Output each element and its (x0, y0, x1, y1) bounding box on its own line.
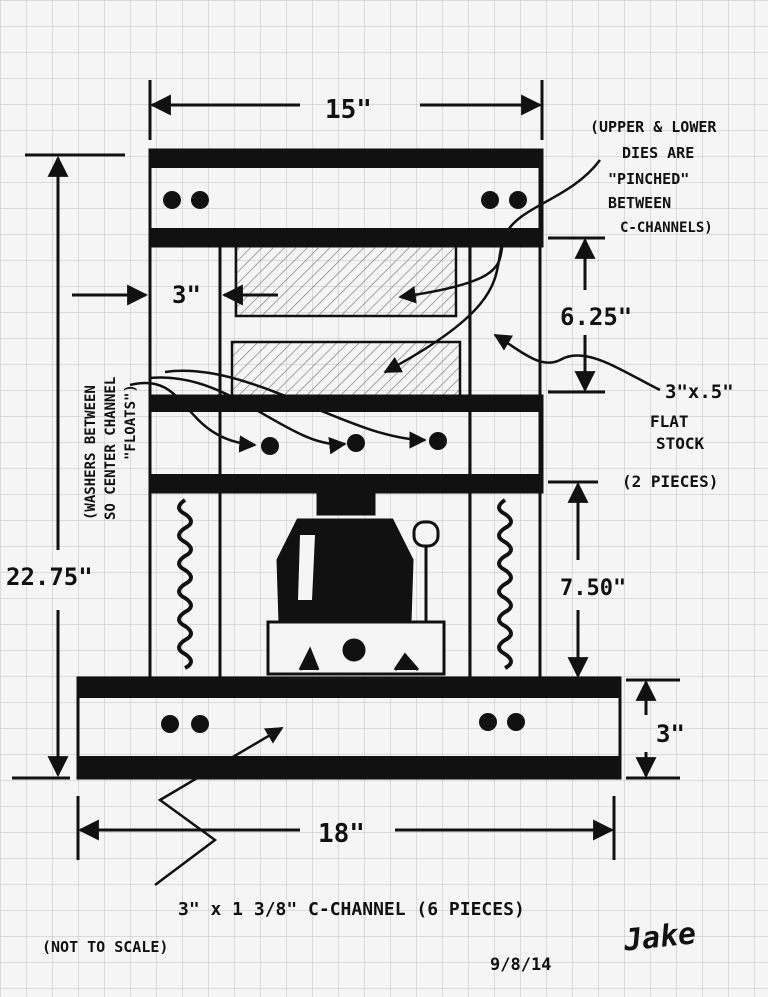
bolt-hole (479, 713, 497, 731)
dim-inner-offset: 3" (172, 281, 201, 309)
leader-lines (129, 159, 661, 886)
bolt-hole (191, 715, 209, 733)
dim-base-height: 3" (656, 720, 685, 748)
bolt-hole (191, 191, 209, 209)
note-line: FLAT (650, 412, 689, 431)
signature: Jake (621, 916, 698, 958)
bolt-hole (429, 432, 447, 450)
bolt-hole (509, 191, 527, 209)
upper-die (234, 244, 458, 318)
right-spring (497, 498, 513, 670)
dim-jack-gap: 7.50" (560, 576, 626, 601)
flat-stock-note: 3"x.5" FLAT STOCK (2 PIECES) (622, 381, 734, 491)
bolt-hole (261, 437, 279, 455)
bolt-hole (163, 191, 181, 209)
note-line: "PINCHED" (608, 170, 689, 188)
base-c-channel (76, 676, 622, 780)
dim-top-width: 15" (325, 95, 372, 125)
note-line: "FLOATS") (123, 384, 139, 460)
date: 9/8/14 (490, 955, 551, 975)
dimension-lines (12, 80, 680, 860)
note-line: C-CHANNELS) (620, 220, 713, 236)
note-line: (UPPER & LOWER (590, 118, 717, 136)
dies-note: (UPPER & LOWER DIES ARE "PINCHED" BETWEE… (590, 118, 717, 236)
washers-note: (WASHERS BETWEEN SO CENTER CHANNEL "FLOA… (83, 377, 139, 520)
bolt-hole (161, 715, 179, 733)
note-line: 3"x.5" (665, 381, 734, 403)
channel-spec: 3" x 1 3/8" C-CHANNEL (6 PIECES) (178, 899, 525, 920)
top-c-channel (148, 148, 544, 248)
bolt-hole (507, 713, 525, 731)
left-spring (177, 498, 193, 670)
bolt-hole (481, 191, 499, 209)
scale-note: (NOT TO SCALE) (42, 938, 168, 956)
dim-base-width: 18" (318, 819, 365, 849)
dim-overall-height: 22.75" (6, 563, 93, 591)
note-line: (2 PIECES) (622, 472, 718, 491)
note-line: (WASHERS BETWEEN (83, 385, 99, 520)
dim-die-gap: 6.25" (560, 303, 632, 331)
bottle-jack (266, 490, 446, 676)
center-c-channel (148, 394, 544, 494)
note-line: SO CENTER CHANNEL (103, 377, 119, 520)
note-line: BETWEEN (608, 194, 671, 212)
bolt-hole (347, 434, 365, 452)
note-line: STOCK (656, 434, 705, 453)
note-line: DIES ARE (622, 144, 694, 162)
